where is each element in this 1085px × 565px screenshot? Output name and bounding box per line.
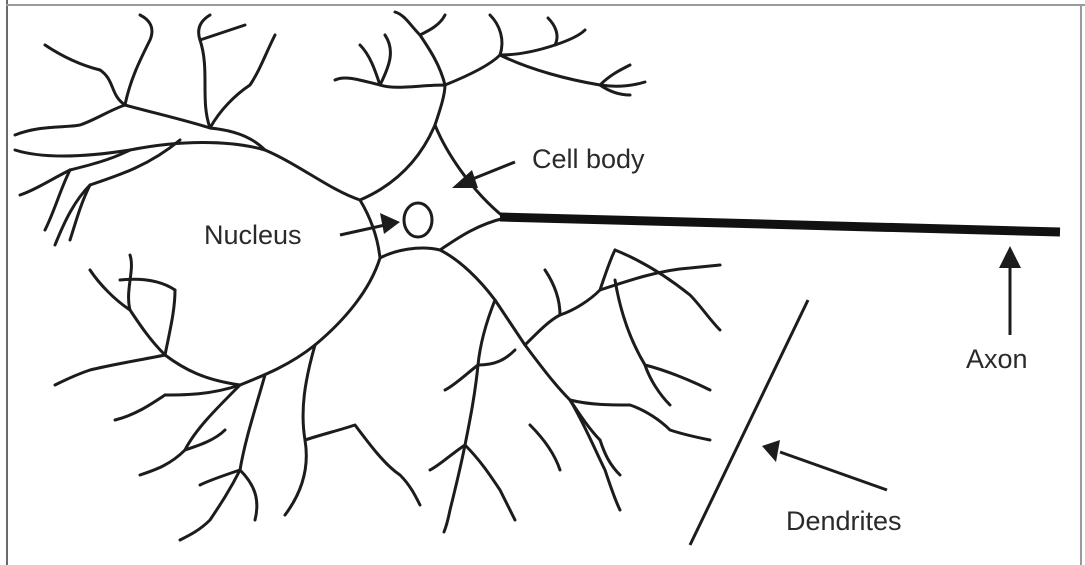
cell-body-outline [360,125,505,258]
axon-arrow [999,246,1021,335]
label-cell-body: Cell body [532,144,645,174]
nucleus-circle [404,203,432,237]
cell-body-arrow [452,162,515,188]
label-axon: Axon [966,344,1028,374]
dendrites-upper-left [15,15,360,245]
label-nucleus: Nucleus [204,220,302,250]
label-dendrites: Dendrites [786,506,902,536]
dendrites-arrow [762,440,887,490]
dendrites-top [335,12,645,125]
dendrites-lower-right [430,250,720,532]
dendrites-lower-left [55,255,420,540]
axon-line [500,217,1060,232]
